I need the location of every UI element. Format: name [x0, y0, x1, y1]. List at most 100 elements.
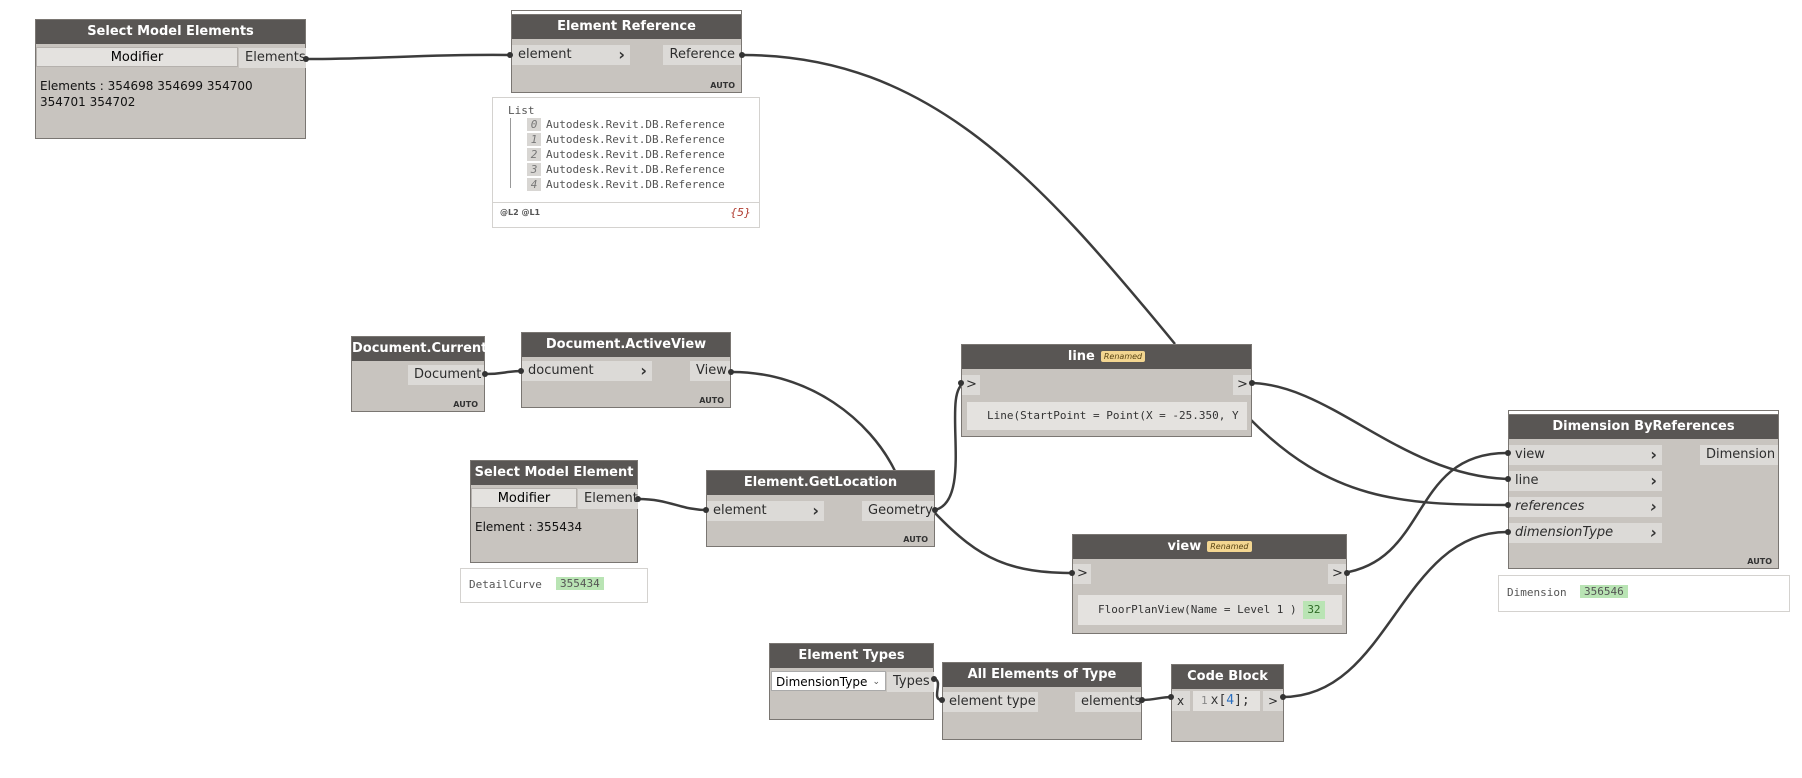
- output-pin[interactable]: [931, 676, 937, 682]
- chevron-down-icon: ⌄: [872, 677, 880, 687]
- output-pin[interactable]: [1139, 697, 1145, 703]
- output-pin[interactable]: [1280, 694, 1286, 700]
- list-tree-line: [510, 118, 511, 188]
- preview-label: Dimension: [1507, 586, 1567, 599]
- input-port-element[interactable]: element: [512, 45, 630, 65]
- input-pin-line[interactable]: [1505, 476, 1511, 482]
- input-pin[interactable]: [939, 697, 945, 703]
- lacing-label[interactable]: AUTO: [699, 396, 724, 405]
- input-port-x[interactable]: x: [1172, 691, 1190, 711]
- output-port-reference[interactable]: Reference: [663, 45, 741, 65]
- output-pin[interactable]: [1249, 380, 1255, 386]
- input-port-line[interactable]: line: [1509, 471, 1662, 491]
- list-index: 0: [527, 118, 541, 131]
- output-pin[interactable]: [1344, 570, 1350, 576]
- node-title: Select Model Element: [471, 461, 637, 485]
- node-element-getlocation[interactable]: Element.GetLocation element Geometry AUT…: [706, 470, 935, 547]
- output-port-element[interactable]: Element: [578, 489, 638, 509]
- wire-codeblock-to-dimensiontype: [1282, 530, 1508, 699]
- wire-line-to-dimension-references: [1248, 417, 1508, 507]
- selection-info: Element : 355434: [475, 520, 583, 534]
- output-pin[interactable]: [482, 371, 488, 377]
- input-pin[interactable]: [518, 368, 524, 374]
- input-port-element[interactable]: element: [707, 501, 824, 521]
- modifier-button[interactable]: Modifier: [36, 47, 238, 67]
- input-port[interactable]: >: [1073, 564, 1091, 584]
- node-title: Element.GetLocation: [707, 471, 934, 495]
- input-port[interactable]: >: [962, 375, 980, 395]
- output-port[interactable]: >: [1263, 691, 1283, 711]
- node-element-reference[interactable]: Element Reference element Reference AUTO: [511, 14, 742, 93]
- lacing-label[interactable]: AUTO: [1747, 557, 1772, 566]
- lacing-label[interactable]: AUTO: [903, 535, 928, 544]
- input-pin[interactable]: [507, 52, 513, 58]
- wire-geometry-to-line: [934, 381, 966, 512]
- lacing-label[interactable]: AUTO: [453, 400, 478, 409]
- output-port-geometry[interactable]: Geometry: [862, 501, 934, 521]
- output-pin[interactable]: [303, 56, 309, 62]
- list-levels[interactable]: @L2 @L1: [500, 208, 541, 217]
- output-port-elements[interactable]: Elements: [239, 48, 306, 68]
- node-select-model-elements[interactable]: Select Model Elements Modifier Elements …: [35, 19, 306, 139]
- node-title: Select Model Elements: [36, 20, 305, 44]
- input-pin[interactable]: [1168, 694, 1174, 700]
- list-item: 4 Autodesk.Revit.DB.Reference: [527, 178, 725, 191]
- input-port-references[interactable]: references: [1509, 497, 1662, 517]
- output-port[interactable]: >: [1328, 564, 1346, 584]
- output-port-view[interactable]: View: [690, 361, 730, 381]
- input-pin[interactable]: [703, 507, 709, 513]
- code-index: 4: [1226, 693, 1235, 708]
- output-port[interactable]: >: [1233, 375, 1251, 395]
- node-title: Element Reference: [512, 15, 741, 39]
- node-title-text: view: [1167, 539, 1202, 554]
- input-port-dimensiontype[interactable]: dimensionType: [1509, 523, 1662, 543]
- output-port-dimension[interactable]: Dimension: [1700, 445, 1778, 465]
- input-port-document[interactable]: document: [522, 361, 652, 381]
- list-item-value: Autodesk.Revit.DB.Reference: [546, 148, 725, 161]
- element-type-dropdown[interactable]: DimensionType ⌄: [771, 671, 886, 691]
- input-pin-dimensiontype[interactable]: [1505, 529, 1511, 535]
- input-pin[interactable]: [1069, 570, 1075, 576]
- output-pin[interactable]: [635, 496, 641, 502]
- output-pin[interactable]: [739, 52, 745, 58]
- list-index: 1: [527, 133, 541, 146]
- preview-label: DetailCurve: [469, 578, 542, 591]
- code-prefix: x[: [1210, 693, 1227, 708]
- node-title: Dimension ByReferences: [1509, 415, 1778, 439]
- wire-element-to-getlocation: [637, 497, 708, 512]
- output-port-types[interactable]: Types: [887, 672, 934, 692]
- node-element-types[interactable]: Element Types DimensionType ⌄ Types: [769, 643, 934, 720]
- list-item-value: Autodesk.Revit.DB.Reference: [546, 118, 725, 131]
- node-document-activeview[interactable]: Document.ActiveView document View AUTO: [521, 332, 731, 408]
- output-port-document[interactable]: Document: [408, 365, 484, 385]
- lacing-label[interactable]: AUTO: [710, 81, 735, 90]
- list-item: 0 Autodesk.Revit.DB.Reference: [527, 118, 725, 131]
- output-pin[interactable]: [932, 507, 938, 513]
- input-pin-view[interactable]: [1505, 450, 1511, 456]
- preview-value: 355434: [556, 577, 604, 590]
- modifier-button[interactable]: Modifier: [471, 488, 577, 508]
- list-item-value: Autodesk.Revit.DB.Reference: [546, 178, 725, 191]
- node-all-elements-of-type[interactable]: All Elements of Type element type elemen…: [942, 662, 1142, 740]
- output-port-elements[interactable]: elements: [1075, 692, 1141, 712]
- input-port-view[interactable]: view: [1509, 445, 1662, 465]
- node-dimension-byreferences[interactable]: Dimension ByReferences view line referen…: [1508, 414, 1779, 569]
- detailcurve-preview: DetailCurve 355434: [460, 568, 648, 603]
- input-port-element-type[interactable]: element type: [943, 692, 1038, 712]
- input-pin[interactable]: [958, 380, 964, 386]
- list-index: 4: [527, 178, 541, 191]
- node-document-current[interactable]: Document.Current Document AUTO: [351, 336, 487, 412]
- code-text[interactable]: FloorPlanView(Name = Level 1 ) 32: [1078, 595, 1342, 625]
- node-select-model-element[interactable]: Select Model Element Modifier Element El…: [470, 460, 638, 563]
- input-pin-references[interactable]: [1505, 502, 1511, 508]
- output-pin[interactable]: [728, 369, 734, 375]
- code-text[interactable]: Line(StartPoint = Point(X = -25.350, Y: [967, 402, 1247, 430]
